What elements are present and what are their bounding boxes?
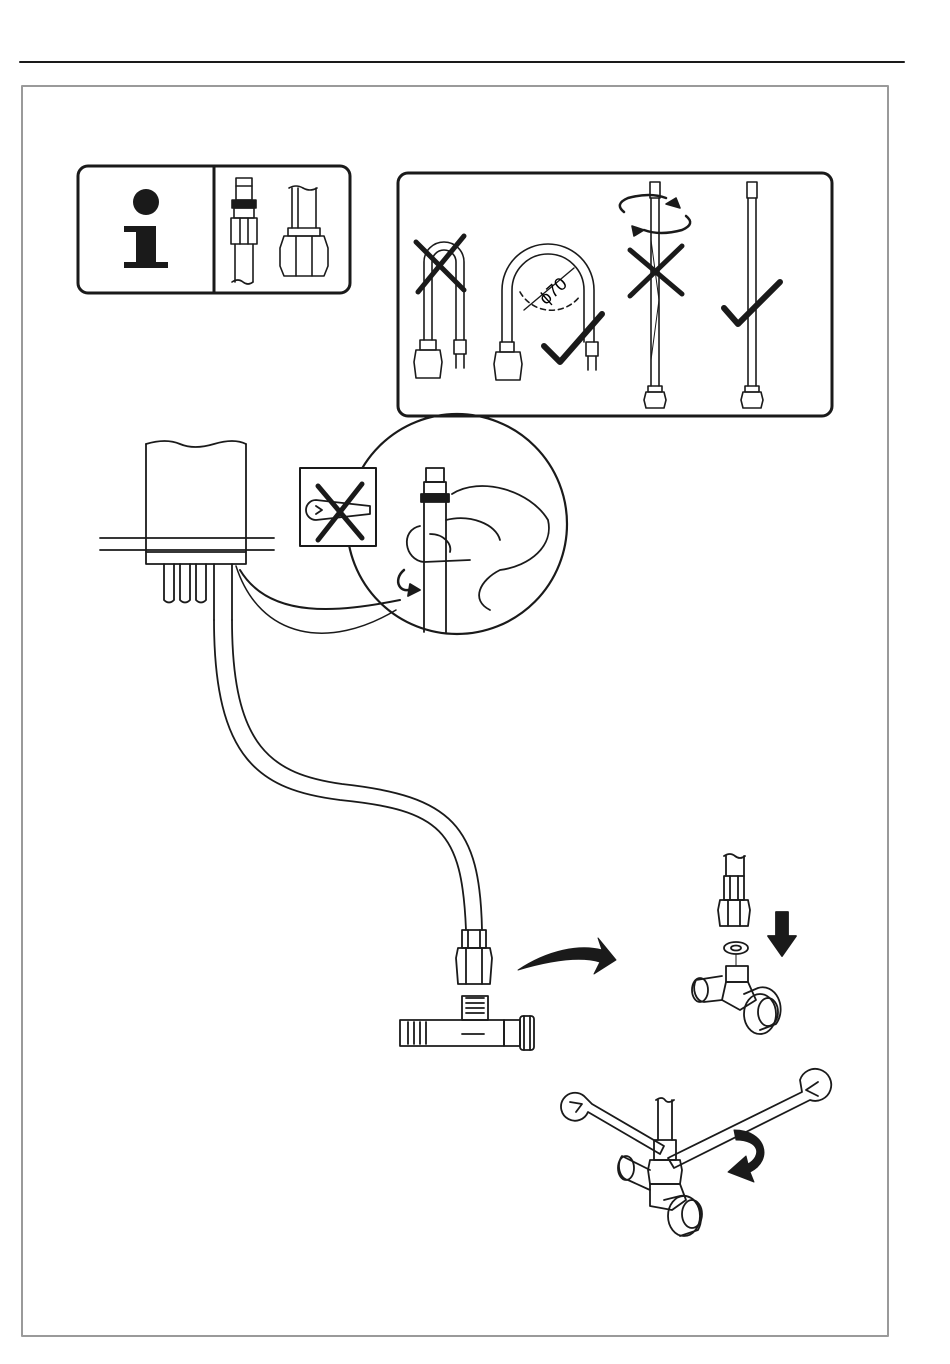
next-step-arrow-icon [518, 938, 616, 974]
bend-radius-panel: ϕ70 [398, 173, 832, 416]
hose-wide-bend-icon [494, 244, 598, 380]
info-icon [124, 189, 168, 268]
hose-connector-male-icon [231, 178, 257, 284]
angle-valve-icon [400, 930, 534, 1050]
bend-diameter-label: ϕ70 [535, 273, 571, 308]
detail-circle [347, 414, 567, 634]
check-mark-icon [724, 282, 780, 324]
info-panel [78, 166, 350, 293]
seal-insert-icon [692, 854, 796, 1034]
two-wrenches-tighten-icon [561, 1069, 831, 1236]
seal-ring-icon [724, 942, 748, 954]
down-arrow-icon [768, 912, 796, 956]
hand-tighten-icon [398, 468, 549, 632]
cross-mark-icon [630, 246, 682, 296]
hand-tighten-detail [236, 414, 567, 634]
hose-straight-icon [741, 182, 763, 408]
hose-connector-female-nut-icon [280, 186, 328, 276]
flexible-hose-icon [214, 620, 482, 930]
